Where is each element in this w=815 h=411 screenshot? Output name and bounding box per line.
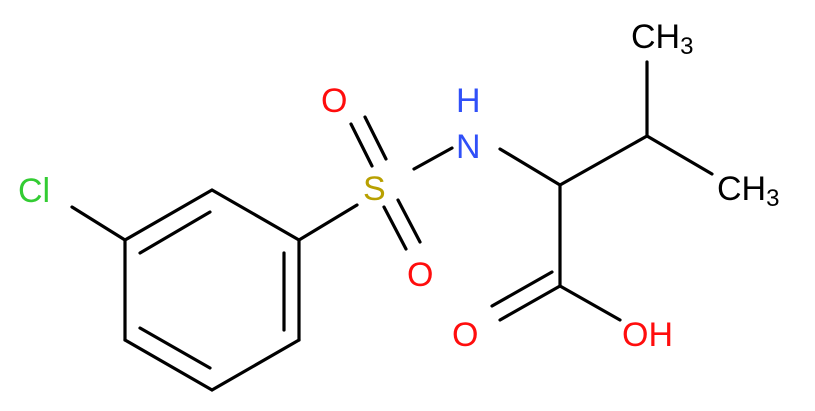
bond-n-calpha — [498, 147, 562, 187]
atom-o-bottom: O — [407, 256, 433, 294]
ch3-right-sub: 3 — [766, 185, 779, 212]
bond-c-o-double-a — [498, 284, 562, 322]
atom-ch3-right: CH3 — [717, 170, 779, 212]
bond-ring-inner-3 — [138, 326, 212, 370]
bond-s-o-bottom-a — [382, 205, 408, 251]
ch3-top-sub: 3 — [680, 33, 693, 60]
atom-n: N — [456, 128, 481, 166]
atom-o-top: O — [321, 82, 347, 120]
ch3-right-ch: CH — [717, 170, 766, 208]
bond-ring-inner-1 — [138, 210, 212, 255]
bond-cbeta-ch3-right — [645, 134, 714, 176]
bond-s-o-top-b — [363, 115, 388, 161]
bond-ring-2 — [210, 188, 301, 242]
bond-c-cl — [70, 205, 127, 242]
bond-s-o-top-a — [349, 122, 374, 168]
bond-c-s — [297, 203, 359, 242]
bond-ring-4 — [210, 338, 301, 392]
ch3-top-ch: CH — [631, 18, 680, 56]
bond-s-n — [412, 146, 454, 171]
atom-labels: Cl S O O H N O OH CH3 CH3 — [18, 18, 779, 354]
bonds — [70, 60, 714, 392]
bond-ring-5 — [123, 338, 214, 392]
bond-c-oh — [558, 284, 622, 322]
atom-s: S — [363, 170, 386, 208]
atom-ch3-top: CH3 — [631, 18, 693, 60]
bond-ring-1 — [123, 188, 214, 242]
atom-oh: OH — [622, 316, 673, 354]
bond-s-o-bottom-b — [396, 198, 422, 244]
atom-h-on-n: H — [456, 82, 481, 120]
bond-calpha-cbeta — [558, 134, 649, 187]
bond-c-o-double-b — [490, 270, 554, 308]
atom-cl: Cl — [18, 172, 50, 210]
atom-o-carbonyl: O — [452, 316, 478, 354]
